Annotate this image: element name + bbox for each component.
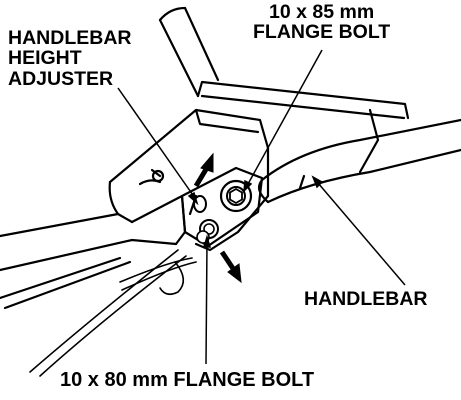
bolt-85-label-line-2: FLANGE BOLT xyxy=(253,21,391,44)
flange-bolt-80-label: 10 x 80 mm FLANGE BOLT xyxy=(60,369,315,391)
control-cables xyxy=(29,249,197,377)
frame-plate xyxy=(196,80,410,174)
handlebar-height-adjuster-label: HANDLEBAR HEIGHT ADJUSTER xyxy=(8,27,132,90)
leader-adjuster xyxy=(117,87,199,206)
adjuster-label-line-2: HEIGHT xyxy=(8,47,82,70)
leader-bolt-85 xyxy=(243,49,323,194)
adjuster-label-line-3: ADJUSTER xyxy=(8,67,114,90)
leader-handlebar xyxy=(311,175,406,286)
bolt-85-label-line-1: 10 x 85 mm xyxy=(269,1,375,23)
flange-bolt-85-label: 10 x 85 mm FLANGE BOLT xyxy=(253,2,390,43)
handlebar-height-adjuster-icon xyxy=(193,195,207,213)
handle-bracket-body xyxy=(108,108,270,252)
handlebar-label: HANDLEBAR xyxy=(304,288,428,310)
adjust-down-arrow-icon xyxy=(219,250,242,284)
adjuster-label-line-1: HANDLEBAR xyxy=(8,27,132,49)
adjust-up-arrow-icon xyxy=(193,152,214,188)
leader-bolt-80 xyxy=(202,234,212,365)
flange-bolt-80-icon xyxy=(196,219,219,244)
handlebar-tube xyxy=(257,118,461,204)
lower-handle-tube xyxy=(0,212,178,310)
upper-handle-tube xyxy=(158,6,220,98)
leader-lines xyxy=(117,49,406,365)
